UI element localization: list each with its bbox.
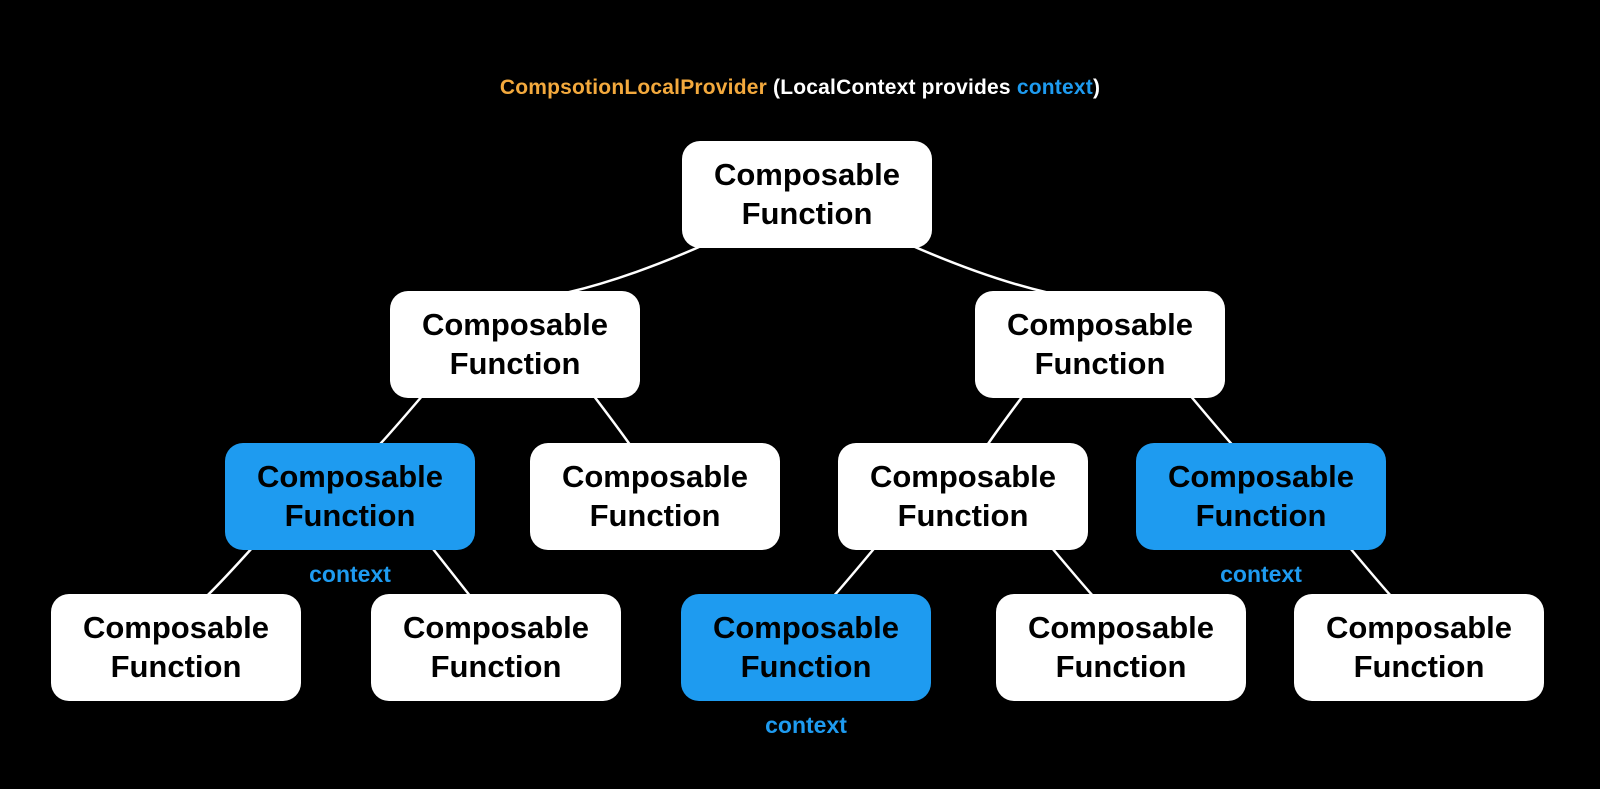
title-segment: (LocalContext provides [767, 76, 1017, 99]
node-label-line: Composable [1006, 306, 1194, 342]
diagram-title: CompsotionLocalProvider (LocalContext pr… [0, 76, 1600, 100]
edge-root-to-l2-right [905, 242, 1049, 294]
node-label-line: Function [1195, 498, 1327, 533]
title-segment: context [1016, 76, 1093, 99]
node-label-line: Composable [1167, 458, 1355, 494]
context-label-l3-4: context [1220, 560, 1302, 587]
context-label-l3-1: context [309, 560, 391, 587]
node-label-line: Composable [82, 609, 270, 645]
title-segment: CompsotionLocalProvider [499, 76, 767, 99]
node-label-line: Composable [713, 156, 901, 192]
edge-l3-1-to-l4-1 [206, 544, 256, 597]
edge-l2-left-to-l3-2 [590, 392, 632, 446]
node-label-line: Function [430, 649, 562, 684]
edge-l3-3-to-l4-4 [1048, 544, 1094, 597]
node-label-line: Composable [402, 609, 590, 645]
node-label-line: Function [897, 498, 1029, 533]
node-label-line: Function [1034, 346, 1166, 381]
node-label-line: Function [1353, 649, 1485, 684]
node-label-line: Function [740, 649, 872, 684]
edge-l2-right-to-l3-4 [1187, 392, 1234, 446]
edge-l3-3-to-l4-3 [833, 544, 878, 597]
node-label-line: Composable [1325, 609, 1513, 645]
node-label-line: Composable [869, 458, 1057, 494]
edge-l2-right-to-l3-3 [986, 392, 1026, 446]
edge-root-to-l2-left [566, 242, 709, 294]
context-label-l4-3: context [765, 711, 847, 738]
node-label-line: Function [1055, 649, 1187, 684]
node-label-line: Composable [712, 609, 900, 645]
node-label-line: Composable [1027, 609, 1215, 645]
node-label-line: Function [449, 346, 581, 381]
title-segment: ) [1092, 76, 1101, 99]
node-label-line: Function [284, 498, 416, 533]
node-label-line: Composable [561, 458, 749, 494]
edge-l3-4-to-l4-5 [1346, 544, 1392, 597]
node-label-line: Composable [421, 306, 609, 342]
node-label-line: Composable [256, 458, 444, 494]
edge-l3-1-to-l4-2 [429, 544, 471, 597]
node-label-line: Function [741, 196, 873, 231]
edge-l2-left-to-l3-1 [378, 392, 426, 446]
node-label-line: Function [589, 498, 721, 533]
node-label-line: Function [110, 649, 242, 684]
